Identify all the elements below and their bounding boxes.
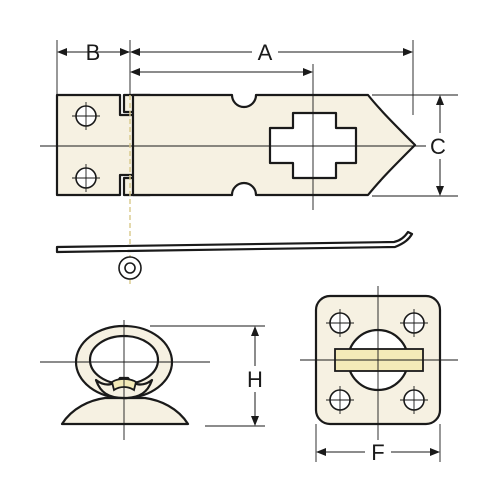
dimension-b-label: B [86,40,101,65]
hasp-side-profile [55,230,414,254]
dimension-f: F [315,424,441,465]
dimension-c: C [372,94,458,197]
hasp-side-view [55,230,414,280]
dimension-f-label: F [371,440,384,465]
dimension-h-label: H [247,367,263,392]
dimension-b: B [56,40,131,95]
dimension-slot-offset [130,64,314,95]
staple-side-view [40,320,210,440]
dimension-a-label: A [258,40,273,65]
staple-top-view [300,286,458,440]
hasp-top-view [40,93,430,285]
staple-base [60,396,190,426]
dimension-h: H [150,325,269,427]
dimension-a: A [130,40,414,115]
dimension-c-label: C [430,134,446,159]
hasp-pin-inner [124,262,136,274]
